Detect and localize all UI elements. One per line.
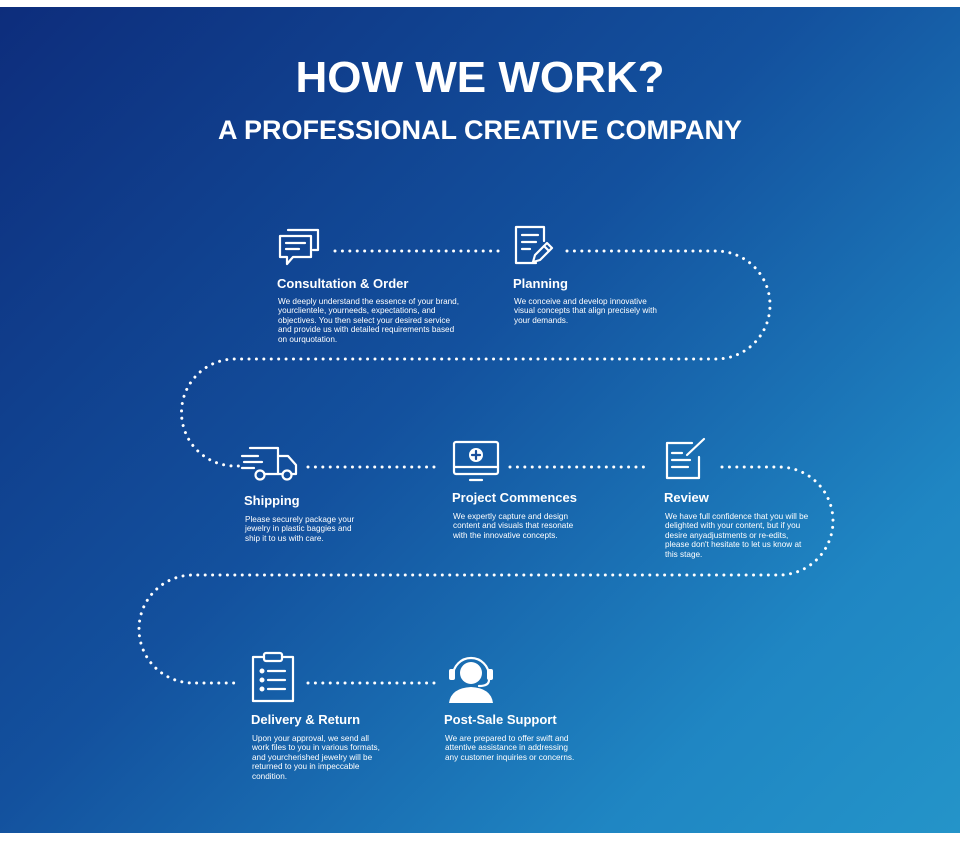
delivery-truck-icon xyxy=(240,444,300,484)
step-title-project-commences: Project Commences xyxy=(452,490,577,505)
page-subtitle: A PROFESSIONAL CREATIVE COMPANY xyxy=(217,115,743,145)
edit-document-icon xyxy=(664,437,708,481)
step-title-planning: Planning xyxy=(513,276,568,291)
monitor-plus-icon xyxy=(452,440,500,484)
step-desc-review: We have full confidence that you will be… xyxy=(665,512,809,559)
clipboard-list-icon xyxy=(250,651,296,703)
page-title: HOW WE WORK? xyxy=(295,53,665,102)
step-title-review: Review xyxy=(664,490,709,505)
step-desc-post-sale-support: We are prepared to offer swift and atten… xyxy=(445,734,575,762)
path-segment-5 xyxy=(137,465,835,685)
dotted-process-path xyxy=(137,249,835,685)
path-segment-2 xyxy=(180,249,772,468)
step-title-shipping: Shipping xyxy=(244,493,300,508)
step-desc-planning: We conceive and develop innovative visua… xyxy=(514,297,657,325)
step-desc-delivery-return: Upon your approval, we send all work fil… xyxy=(252,734,380,781)
step-title-post-sale-support: Post-Sale Support xyxy=(444,712,557,727)
process-infographic: HOW WE WORK? A PROFESSIONAL CREATIVE COM… xyxy=(0,7,960,833)
step-title-consultation: Consultation & Order xyxy=(277,276,409,291)
step-title-delivery-return: Delivery & Return xyxy=(251,712,361,727)
step-desc-shipping: Please securely package your jewelry in … xyxy=(245,515,355,543)
step-desc-consultation: We deeply understand the essence of your… xyxy=(278,297,460,344)
step-desc-project-commences: We expertly capture and design content a… xyxy=(453,512,574,540)
headset-support-icon xyxy=(443,652,499,704)
chat-bubbles-icon xyxy=(278,227,322,267)
document-pencil-icon xyxy=(514,225,554,267)
